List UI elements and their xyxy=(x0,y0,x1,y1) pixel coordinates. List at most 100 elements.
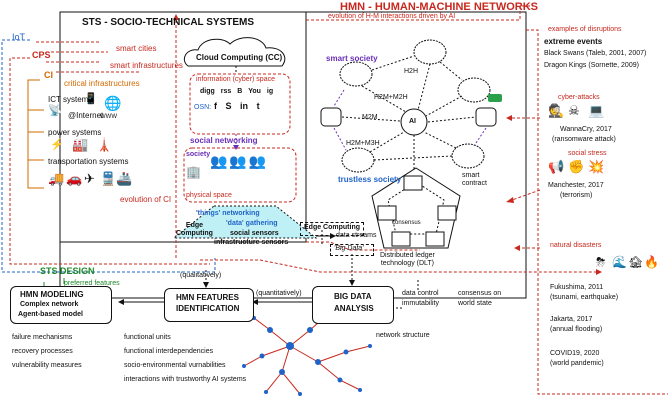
osn-icons: f S in t xyxy=(214,101,260,112)
flooding-label: (annual flooding) xyxy=(550,326,603,333)
blogger-icon: B xyxy=(237,88,243,95)
trustless-society-label: trustless society xyxy=(338,175,402,184)
digg-icon: digg xyxy=(200,88,215,95)
phone-icon: 📱 xyxy=(84,93,98,105)
hmn-features-box xyxy=(164,288,254,322)
interactions-ai-label: interactions with trustworthy AI systems xyxy=(124,376,247,383)
cyber-attacks-label: cyber-attacks xyxy=(558,94,600,101)
qualitatively-label: (qualitatively) xyxy=(180,272,222,279)
data-control-label: data control xyxy=(402,290,439,297)
edge-computing-box xyxy=(300,222,364,236)
big-data-box xyxy=(330,244,374,256)
h2m-m3h-label: H2M+M3H xyxy=(346,140,380,147)
infrastructure-sensors-label: infrastructure sensors xyxy=(214,239,289,246)
ai-label: AI xyxy=(409,118,416,125)
consensus-label: consensus xyxy=(392,220,421,226)
sts-title: STS - SOCIO-TECHNICAL SYSTEMS xyxy=(82,17,255,28)
complex-network-label: Complex network xyxy=(20,301,79,308)
facebook-icon: f xyxy=(214,101,217,111)
wannacry-label: WannaCry, 2017 xyxy=(560,126,612,133)
car-icon: 🚗 xyxy=(66,171,83,186)
megaphone-icon: 📢 xyxy=(548,159,565,174)
failure-mechanisms-label: failure mechanisms xyxy=(12,334,73,341)
smart-infrastructures-label: smart infrastructures xyxy=(110,61,183,70)
iot-label: IoT xyxy=(12,32,26,42)
malware-icon: ☠ xyxy=(568,103,580,118)
hmn-features-title: HMN FEATURES xyxy=(176,293,239,302)
rss-icon: rss xyxy=(220,88,232,95)
youtube-icon: You xyxy=(248,88,261,95)
identification-title: IDENTIFICATION xyxy=(176,304,240,313)
physical-space-label: physical space xyxy=(186,192,232,199)
computer-icon: 💻 xyxy=(588,103,605,118)
globe-icon: 🌐 xyxy=(104,95,122,111)
consensus-on-label: consensus on xyxy=(458,290,502,297)
natural-disasters-label: natural disasters xyxy=(550,242,602,249)
skype-icon: S xyxy=(225,101,232,111)
antenna-icon: 📡 xyxy=(48,105,62,117)
big-data-analysis-title: BIG DATA xyxy=(334,292,372,301)
social-stress-label: social stress xyxy=(568,150,607,157)
functional-interdependencies-label: functional interdependencies xyxy=(124,348,214,355)
information-space-label: information (cyber) space xyxy=(196,76,275,83)
big-data-label: 'Big Data' xyxy=(334,245,364,252)
info-icons: digg rss B You ig xyxy=(200,88,273,96)
factory-icon: 🏭 xyxy=(72,137,89,152)
smart-contract-label: smart contract xyxy=(462,172,487,187)
dragon-kings-label: Dragon Kings (Sornette, 2009) xyxy=(544,62,639,69)
manchester-label: Manchester, 2017 xyxy=(548,182,604,189)
smart-society-label: smart society xyxy=(326,54,378,63)
h2h-label: H2H xyxy=(404,68,419,75)
evolution-ci-label: evolution of CI xyxy=(120,195,172,204)
lightning-storm-icon: ⛈ xyxy=(596,255,606,269)
ci-label: CI xyxy=(44,70,53,80)
social-networking-label: social networking xyxy=(190,136,258,145)
hmn-modeling-box xyxy=(10,286,112,324)
ict-systems-label: ICT systems xyxy=(48,95,93,104)
people-group-icon: 👥👥👥 xyxy=(210,153,269,169)
www-label: WWW xyxy=(100,114,117,120)
fire-icon: 🔥 xyxy=(644,255,659,269)
tsunami-label: (tsunami, earthquake) xyxy=(550,294,619,301)
fukushima-label: Fukushima, 2011 xyxy=(550,284,604,291)
social-sensors-label: social sensors xyxy=(230,230,279,237)
network-structure-graph xyxy=(242,314,372,396)
black-swans-label: Black Swans (Taleb, 2001, 2007) xyxy=(544,50,647,57)
disruptions-title: examples of disruptions xyxy=(548,26,622,33)
sts-design-label: STS DESIGN xyxy=(40,266,95,276)
train-icon: 🚆 xyxy=(100,171,117,186)
osn-label: OSN: xyxy=(194,104,212,111)
analysis-title: ANALYSIS xyxy=(334,304,374,313)
flood-icon: 🌊 xyxy=(612,255,627,269)
m2m-label: M2M xyxy=(362,114,378,121)
covid-label: COVID19, 2020 xyxy=(550,350,600,357)
power-tower-icon: 🗼 xyxy=(96,137,113,152)
evolution-ai-label: evolution of H-M interactions driven by … xyxy=(328,13,456,20)
twitter-icon: t xyxy=(256,101,260,111)
lightning-icon: ⚡ xyxy=(50,139,64,151)
instagram-icon: ig xyxy=(266,88,274,95)
dlt-label: Distributed ledger technology (DLT) xyxy=(380,252,435,267)
ransomware-label: (ransomware attack) xyxy=(552,136,616,143)
functional-units-label: functional units xyxy=(124,334,171,341)
hmn-title: HMN - HUMAN-MACHINE NETWORKS xyxy=(340,1,538,13)
buildings-icon: 🏢 xyxy=(186,165,201,179)
quantitatively-label: (quantitatively) xyxy=(256,290,302,297)
hacker-icon: 🕵 xyxy=(548,103,565,118)
internet-label: @Internet xyxy=(68,111,104,120)
truck-icon: 🚚 xyxy=(48,171,65,186)
critical-infrastructures-label: critical infrastructures xyxy=(64,79,140,88)
linkedin-icon: in xyxy=(240,101,249,111)
airplane-icon: ✈ xyxy=(84,171,95,186)
building-damage-icon: 🏚 xyxy=(628,255,644,269)
data-streams-label: data streams xyxy=(336,232,377,239)
jakarta-label: Jakarta, 2017 xyxy=(550,316,593,323)
pandemic-label: (world pandemic) xyxy=(550,360,604,367)
cloud-computing-title: Cloud Computing (CC) xyxy=(196,53,283,62)
power-systems-label: power systems xyxy=(48,128,102,137)
vulnerability-measures-label: vulnerability measures xyxy=(12,362,82,369)
recovery-processes-label: recovery processes xyxy=(12,348,73,355)
immutability-label: immutability xyxy=(402,300,439,307)
things-networking-label: 'things' networking xyxy=(196,210,260,217)
